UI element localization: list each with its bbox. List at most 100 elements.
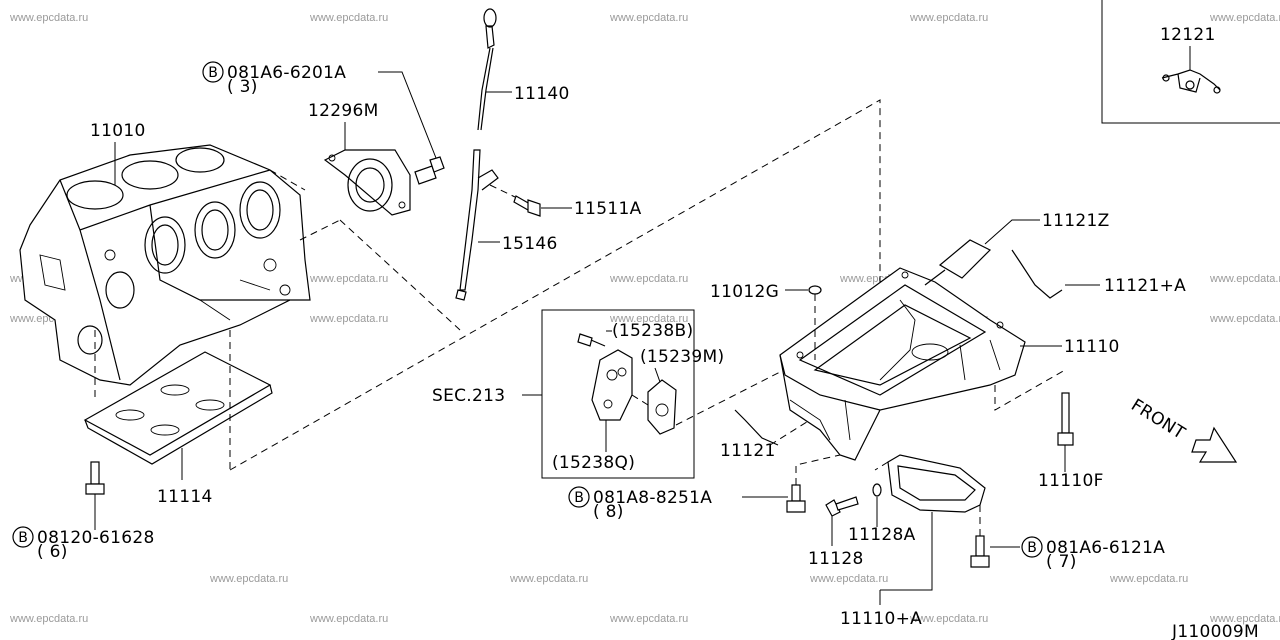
bolt-badge-b3 [568, 486, 590, 508]
bolt-badge-b4-letter: B [1027, 540, 1037, 556]
dashed-guide [269, 169, 341, 241]
watermark: www.epcdata.ru [509, 573, 588, 585]
bracket-11121A-icon [1011, 249, 1063, 299]
label-11128A[interactable]: 11128A [848, 525, 916, 545]
watermark: www.epcdata.ru [1209, 613, 1280, 625]
watermark: www.epcdata.ru [1209, 12, 1280, 24]
sec213-group-frame [541, 309, 695, 479]
dashed-guide [795, 454, 841, 485]
oil-pan-lower-icon [887, 454, 986, 513]
bolt-qty-b2: ( 6) [37, 542, 68, 562]
bolt-callout-b3[interactable]: B 081A8-8251A ( 8) [568, 486, 712, 522]
label-15238B[interactable]: (15238B) [612, 321, 693, 341]
watermark: www.epcdata.ru [9, 613, 88, 625]
bolt-callout-b4[interactable]: B 081A6-6121A ( 7) [1021, 536, 1165, 572]
dashed-guide [489, 184, 516, 198]
oil-strainer-icon [924, 239, 992, 286]
watermark: www.epcdata.ru [609, 273, 688, 285]
dashed-guide [229, 99, 881, 471]
label-11012G[interactable]: 11012G [710, 282, 779, 302]
leader-line [378, 71, 437, 159]
oil-filter-bracket-icon [591, 349, 677, 435]
label-11114[interactable]: 11114 [157, 487, 213, 507]
cylinder-block-icon [19, 144, 311, 386]
label-11121Z[interactable]: 11121Z [1042, 211, 1110, 231]
clip-12121-icon [1161, 69, 1221, 94]
bolt-badge-b4 [1021, 536, 1043, 558]
watermark: www.epcdata.ru [1209, 273, 1280, 285]
label-15238Q[interactable]: (15238Q) [552, 453, 635, 473]
label-11128[interactable]: 11128 [808, 549, 864, 569]
diagram-code: J110009M [1171, 622, 1259, 640]
bolt-qty-b3: ( 8) [593, 502, 624, 522]
leader-line [984, 219, 1040, 245]
label-11010[interactable]: 11010 [90, 121, 146, 141]
dashed-guide [339, 219, 461, 331]
plug-11012G-icon [808, 285, 822, 295]
watermark: www.epcdata.ru [309, 12, 388, 24]
label-11121[interactable]: 11121 [720, 441, 776, 461]
dashed-guide [994, 369, 1066, 411]
label-12296M[interactable]: 12296M [308, 101, 379, 121]
watermark: www.epcdata.ru [609, 12, 688, 24]
dipstick-tube-icon [455, 149, 499, 301]
inset-frame [1101, 0, 1280, 124]
rear-oil-seal-retainer-icon [323, 149, 411, 216]
bolt-badge-b1-letter: B [208, 65, 218, 81]
watermark: www.epcdata.ru [309, 613, 388, 625]
bolt-code-b4: 081A6-6121A [1046, 538, 1165, 558]
front-arrow-icon [1191, 426, 1238, 463]
watermark: www.epcdata.ru [1209, 313, 1280, 325]
watermark: www.epcdata.ru [909, 12, 988, 24]
bolt-callout-b1[interactable]: B 081A6-6201A ( 3) [202, 61, 346, 97]
leader-line [654, 367, 661, 383]
label-11110F[interactable]: 11110F [1038, 471, 1104, 491]
bolt-code-b2: 08120-61628 [37, 528, 155, 548]
bolt-081A6-6201A-icon [414, 156, 445, 185]
watermark: www.epcdata.ru [309, 273, 388, 285]
bolt-badge-b1 [202, 61, 224, 83]
label-sec213[interactable]: SEC.213 [432, 386, 505, 406]
baffle-plate-icon [83, 351, 273, 465]
label-11121A[interactable]: 11121+A [1104, 276, 1186, 296]
bolt-badge-b2 [12, 526, 34, 548]
watermark: www.epcdata.ru [909, 613, 988, 625]
bracket-11121-icon [734, 409, 779, 446]
bolt-callout-b2[interactable]: B 08120-61628 ( 6) [12, 526, 155, 562]
front-label: FRONT [1127, 395, 1188, 444]
watermark: www.epcdata.ru [309, 313, 388, 325]
label-12121[interactable]: 12121 [1160, 25, 1216, 45]
watermark: www.epcdata.ru [9, 12, 88, 24]
watermark: www.epcdata.ru [1109, 573, 1188, 585]
bolt-badge-b3-letter: B [574, 490, 584, 506]
dashed-guide [874, 461, 889, 471]
bolt-code-b3: 081A8-8251A [593, 488, 712, 508]
watermark: www.epcdata.ru [809, 573, 888, 585]
bolt-15238B-icon [577, 333, 606, 347]
drain-plug-icon [825, 496, 859, 517]
bolt-081A6-6121A-icon [970, 535, 990, 568]
dashed-guide [675, 371, 781, 426]
bolt-11110F-icon [1057, 392, 1074, 446]
bolt-code-b1: 081A6-6201A [227, 63, 346, 83]
label-15146[interactable]: 15146 [502, 234, 558, 254]
bolt-badge-b2-letter: B [18, 530, 28, 546]
label-15239M[interactable]: (15239M) [640, 347, 724, 367]
watermark: www.epcdata.ru [609, 313, 688, 325]
watermark: www.epcdata.ru [209, 573, 288, 585]
label-11110[interactable]: 11110 [1064, 337, 1120, 357]
bolt-11511A-icon [513, 195, 541, 217]
dashed-guide [769, 419, 811, 446]
watermark: www.epcdata.ru [609, 613, 688, 625]
label-11511A[interactable]: 11511A [574, 199, 642, 219]
label-11140[interactable]: 11140 [514, 84, 570, 104]
oil-pan-upper-icon [779, 267, 1026, 461]
bolt-08120-icon [85, 461, 105, 495]
bolt-qty-b4: ( 7) [1046, 552, 1077, 572]
washer-icon [872, 483, 882, 497]
leader-line [880, 512, 933, 591]
bolt-081A8-icon [786, 484, 806, 513]
dipstick-icon [477, 8, 497, 131]
label-11110A[interactable]: 11110+A [840, 609, 922, 629]
